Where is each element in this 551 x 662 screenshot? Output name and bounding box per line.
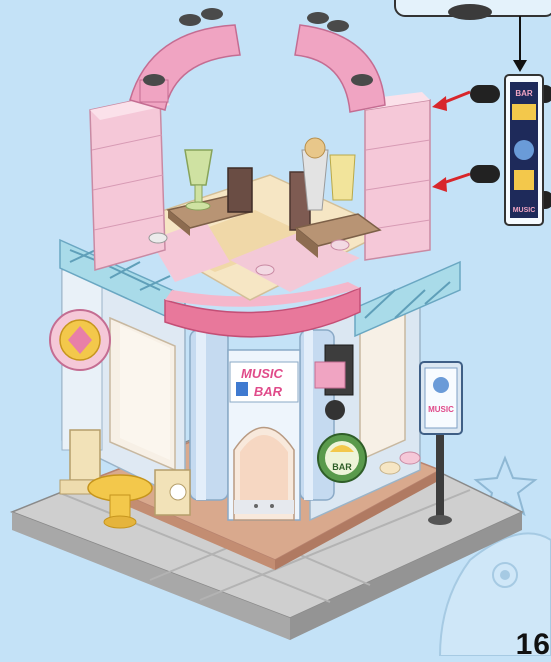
post-sign-text: MUSIC bbox=[428, 405, 454, 414]
music-bar-sign-line2: BAR bbox=[254, 384, 283, 399]
chair-icon bbox=[228, 168, 252, 212]
down-arrow-icon bbox=[513, 16, 527, 72]
disco-ball-icon bbox=[50, 310, 110, 370]
note-icon bbox=[236, 382, 248, 396]
upper-pillar-right bbox=[358, 92, 430, 260]
upper-pillar-left bbox=[90, 95, 170, 270]
callout-box bbox=[395, 0, 551, 20]
side-banner-bottom: MUSIC bbox=[513, 207, 536, 214]
side-banner: BAR MUSIC bbox=[470, 75, 551, 225]
arch-left bbox=[130, 8, 240, 110]
side-banner-top: BAR bbox=[515, 89, 533, 98]
pillar-left bbox=[190, 330, 228, 500]
music-bar-sign-line1: MUSIC bbox=[241, 366, 284, 381]
round-green-sign-text: BAR bbox=[332, 462, 352, 472]
round-green-sign: BAR bbox=[318, 434, 366, 482]
music-bar-sign: MUSIC BAR bbox=[230, 362, 298, 402]
arch-right bbox=[295, 12, 385, 112]
red-arrow-icon bbox=[432, 92, 470, 192]
page-number: 16 bbox=[516, 628, 551, 662]
